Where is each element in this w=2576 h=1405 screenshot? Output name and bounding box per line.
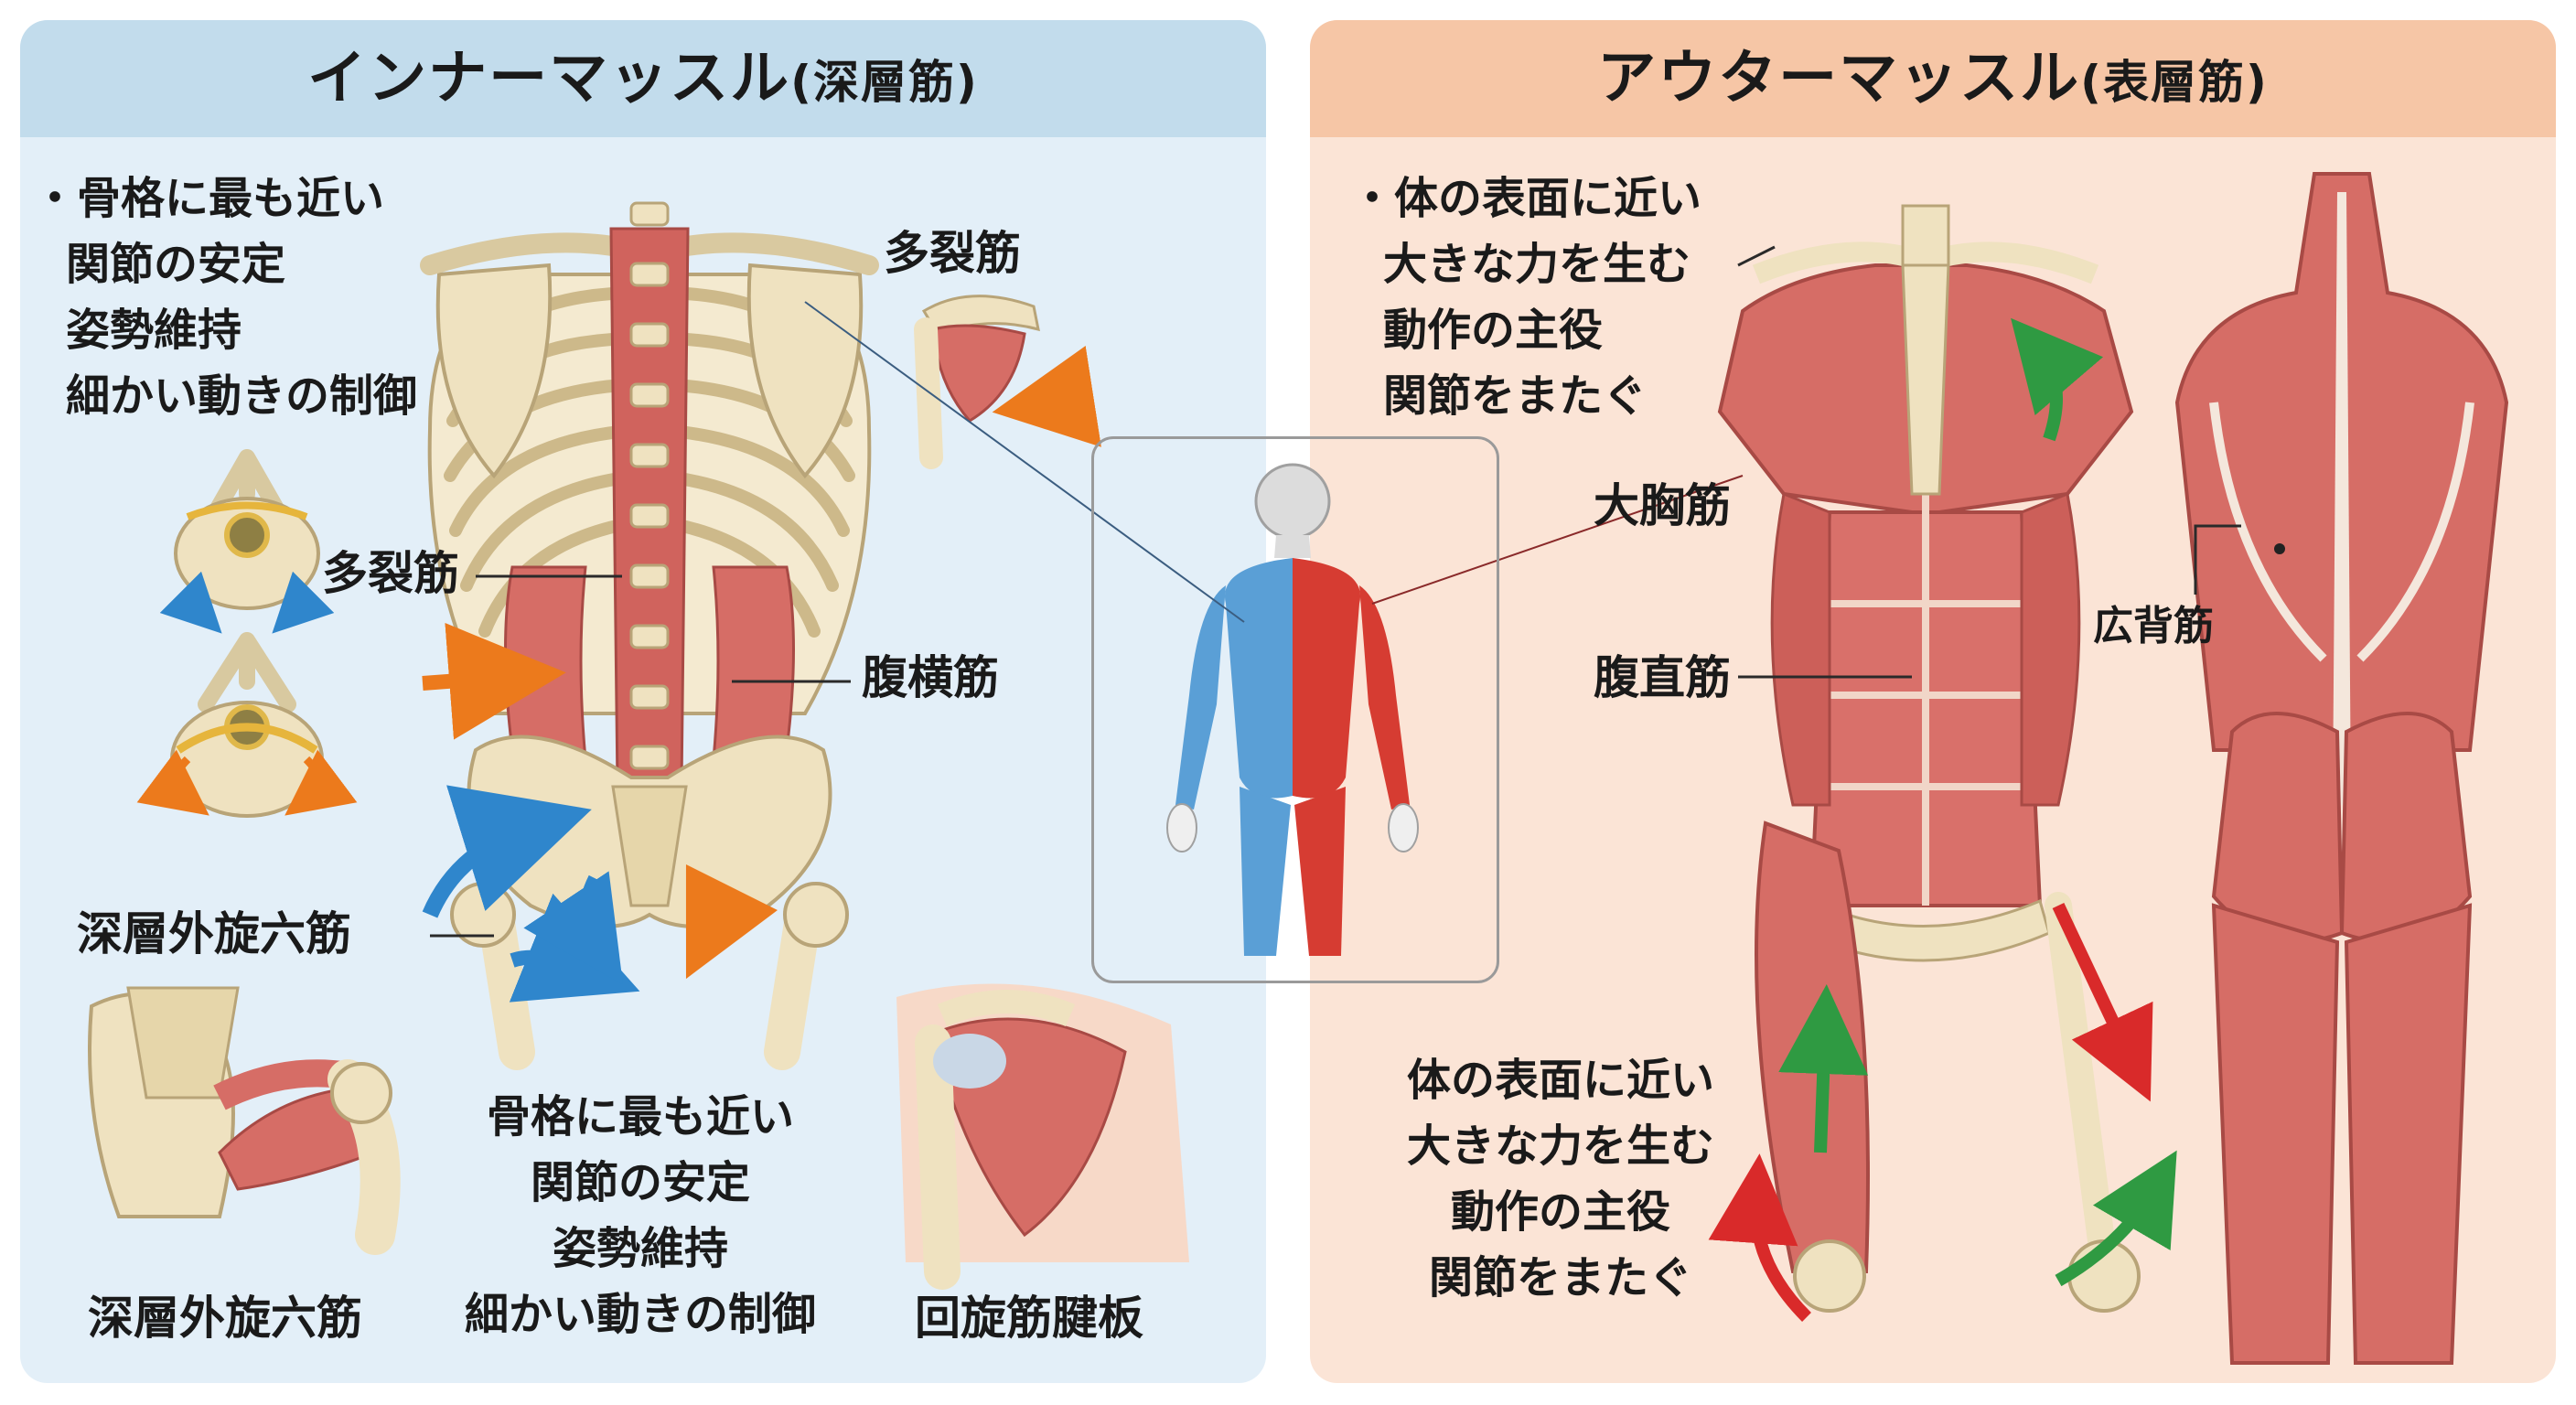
inner-bullet: ・骨格に最も近い — [33, 173, 385, 224]
inner-bottom-line: 骨格に最も近い — [486, 1091, 794, 1142]
outer-bullet: ・体の表面に近い — [1350, 173, 1702, 224]
label-deep-rotators: 深層外旋六筋 — [77, 907, 351, 960]
inner-bullet: 姿勢維持 — [66, 305, 242, 356]
outer-bottom-line: 体の表面に近い — [1406, 1055, 1714, 1106]
inner-arrow — [509, 893, 640, 1003]
outer-arrow — [2011, 317, 2104, 442]
outer-title: アウターマッスル(表層筋) — [1597, 45, 2269, 113]
inner-arrow — [685, 863, 778, 980]
outer-arrow — [1708, 1153, 1811, 1322]
outer-panel-header — [1310, 20, 2556, 137]
outer-arrow — [2055, 1150, 2177, 1287]
outer-bullet: 動作の主役 — [1383, 305, 1604, 356]
outer-bottom-line: 動作の主役 — [1450, 1186, 1670, 1238]
inner-bottom-text: 骨格に最も近い 関節の安定 姿勢維持 細かい動きの制御 — [430, 1089, 851, 1352]
inner-bullets: ・骨格に最も近い 関節の安定 姿勢維持 細かい動きの制御 — [33, 170, 417, 434]
inner-bottom-line: 姿勢維持 — [552, 1223, 728, 1274]
inner-title: インナーマッスル(深層筋) — [307, 45, 979, 113]
rotator-cuff-shoulder — [896, 983, 1189, 1290]
label-latissimus: 広背筋 — [2093, 603, 2214, 649]
inner-bottom-line: 関節の安定 — [530, 1157, 750, 1208]
outer-bottom-line: 関節をまたぐ — [1428, 1252, 1692, 1303]
outer-arrow — [1778, 984, 1869, 1153]
label-multifidus: 多裂筋 — [322, 547, 459, 600]
outer-bullet: 大きな力を生む — [1383, 239, 1691, 290]
vertebra-top — [159, 449, 335, 634]
outer-arrow — [2052, 903, 2153, 1102]
leader-lines — [430, 245, 2241, 938]
outer-bullets: ・体の表面に近い 大きな力を生む 動作の主役 関節をまたぐ — [1350, 170, 1701, 434]
outer-bottom-text: 体の表面に近い 大きな力を生む 動作の主役 関節をまたぐ — [1368, 1052, 1753, 1315]
outer-bottom-line: 大きな力を生む — [1406, 1121, 1714, 1172]
shoulder-multifidus — [914, 295, 1101, 469]
front-torso-muscles — [1717, 204, 2141, 1313]
inner-arrow — [422, 622, 566, 740]
inner-bottom-line: 細かい動きの制御 — [464, 1289, 816, 1340]
label-pectoralis: 大胸筋 — [1594, 479, 1731, 532]
vertebra-bottom — [136, 632, 358, 818]
inner-arrow — [422, 785, 592, 918]
inner-panel-header — [20, 20, 1266, 137]
inner-bullet: 細かい動きの制御 — [66, 370, 418, 422]
label-multifidus-top: 多裂筋 — [884, 227, 1021, 280]
pelvis-deep-rotators — [88, 986, 401, 1255]
center-body-card — [1091, 436, 1499, 983]
inner-arrow — [523, 871, 624, 985]
label-rotator-cuff: 回旋筋腱板 — [915, 1292, 1143, 1345]
inner-bullet: 関節の安定 — [66, 239, 286, 290]
body-diagram — [1166, 463, 1419, 956]
skeleton-torso — [420, 201, 879, 1070]
label-rectus: 腹直筋 — [1594, 651, 1731, 704]
label-transversus: 腹横筋 — [862, 651, 999, 704]
label-deep-rotators-bottom: 深層外旋六筋 — [88, 1292, 362, 1345]
back-view-muscles — [2174, 172, 2509, 1365]
outer-bullet: 関節をまたぐ — [1383, 370, 1648, 422]
